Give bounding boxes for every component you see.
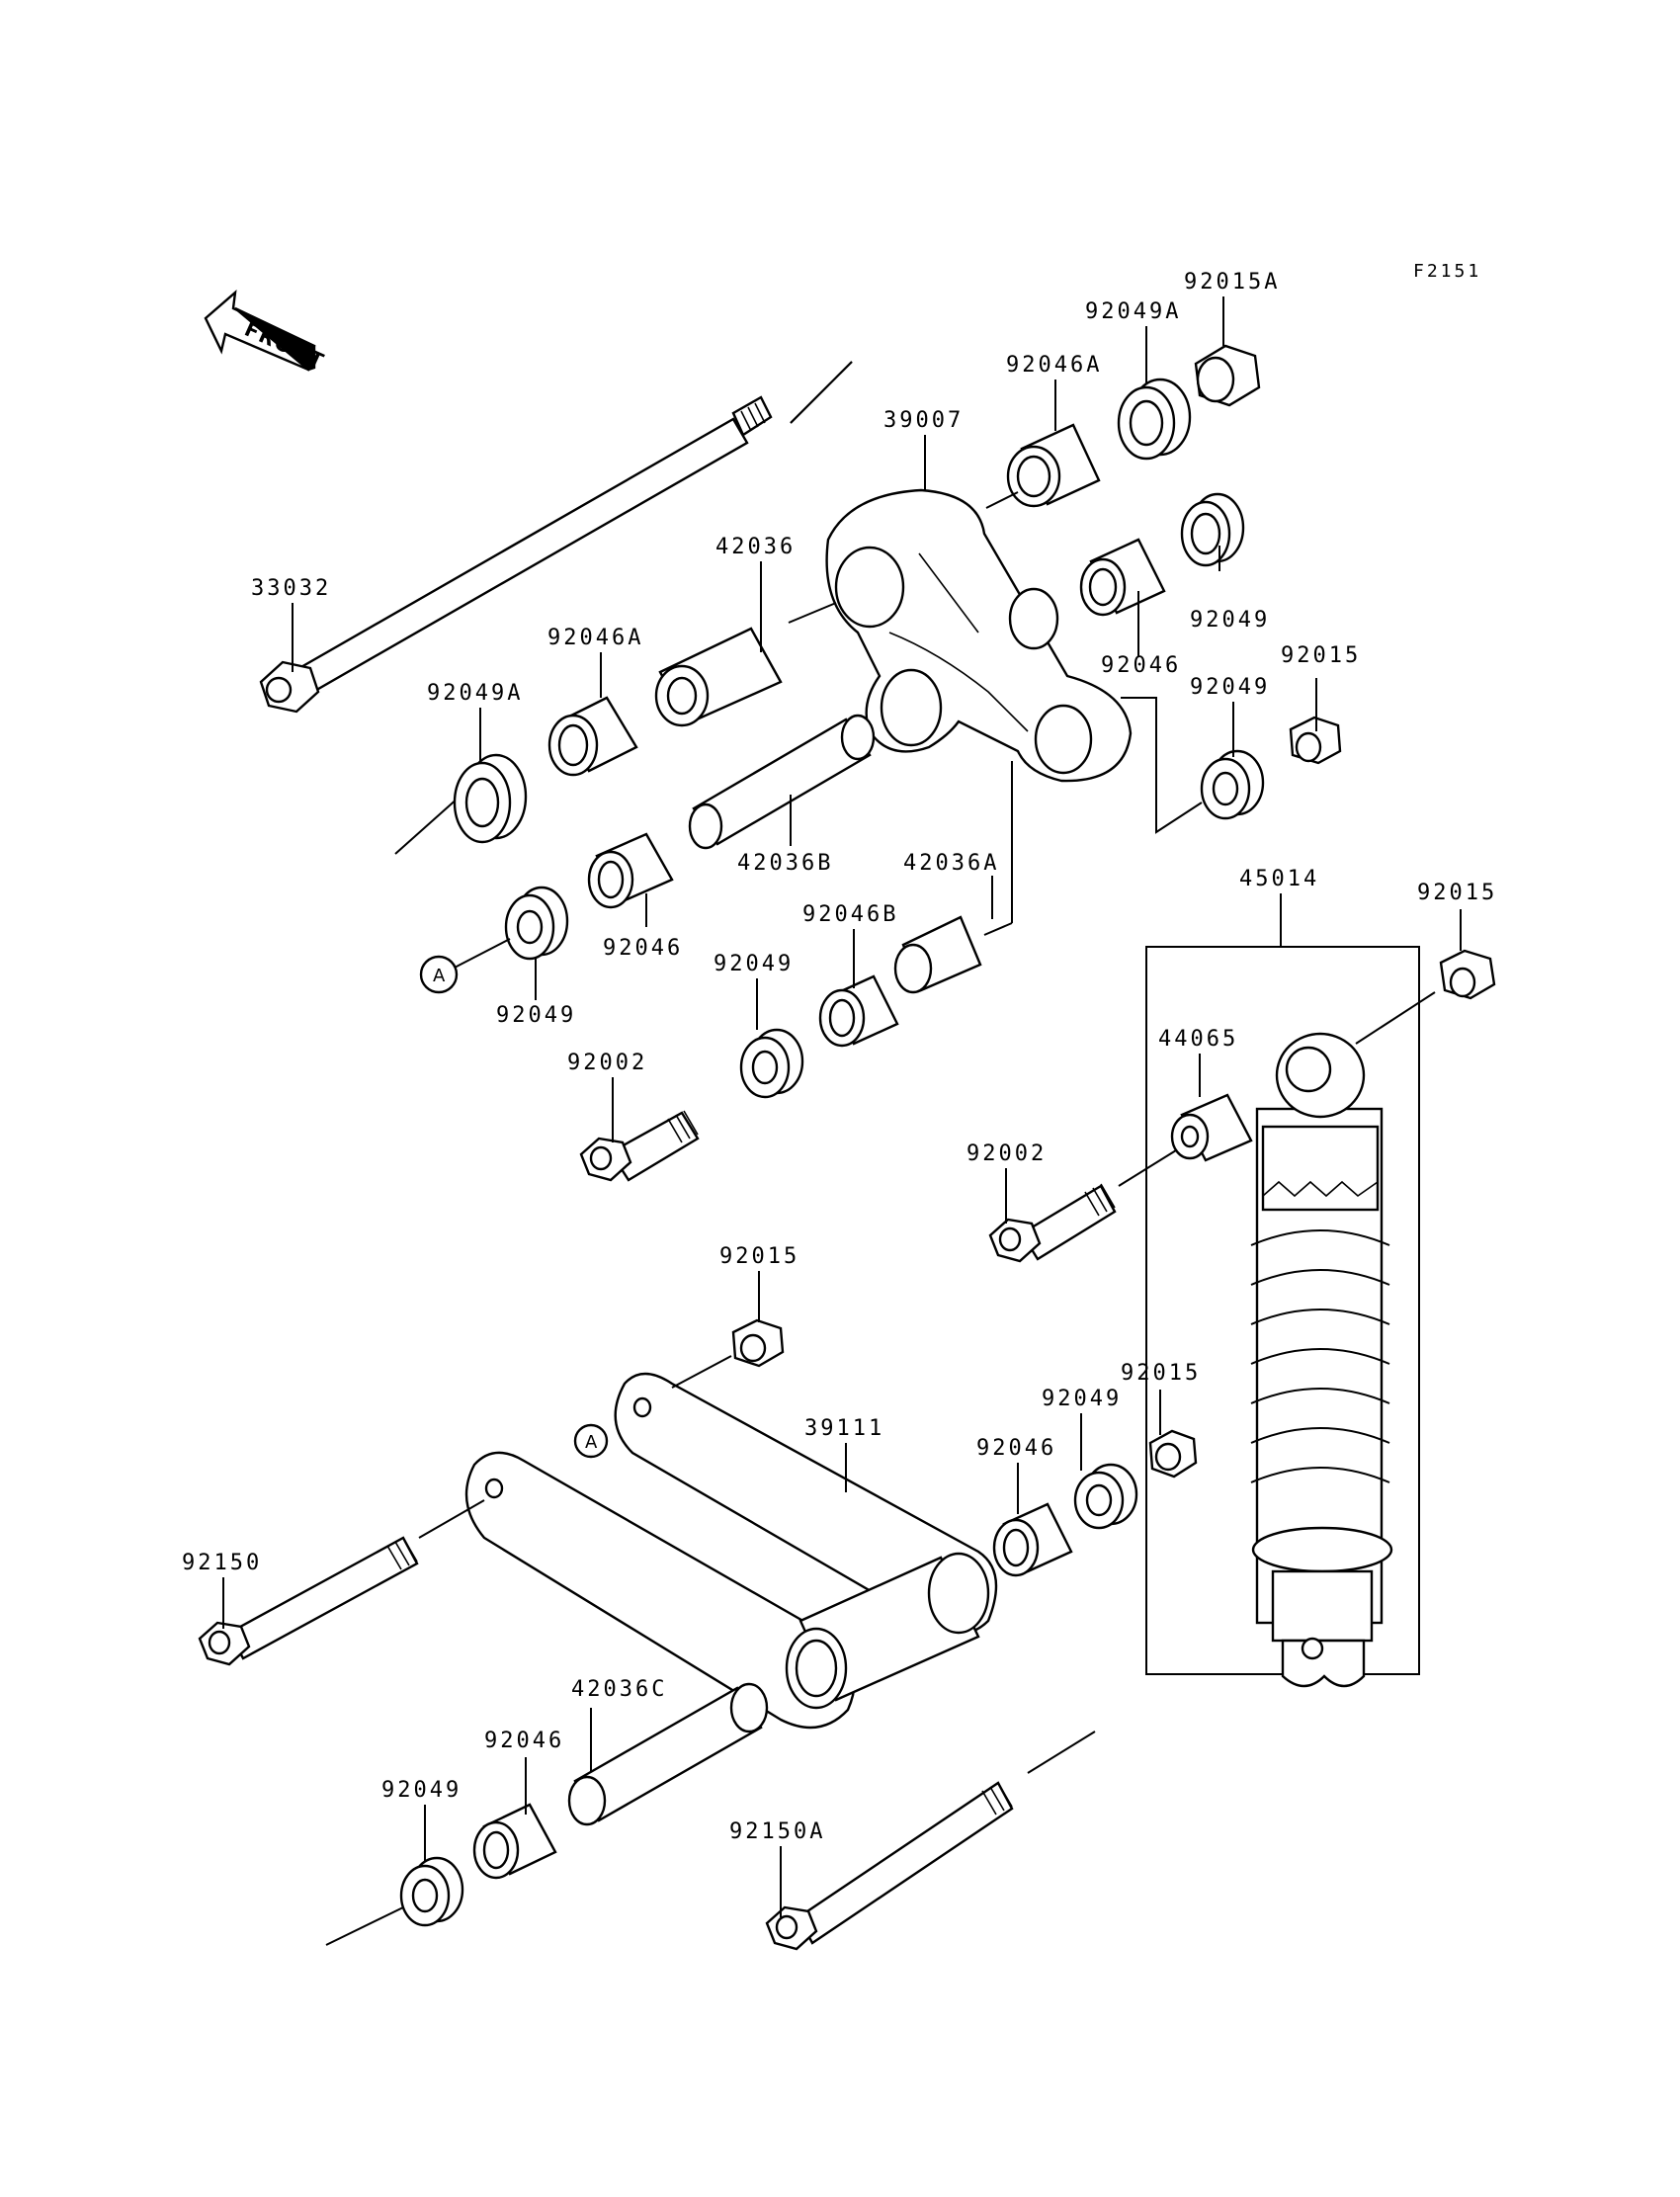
sleeve-42036C [567,1682,769,1826]
label-92049-lower-right: 92049 [1042,1387,1122,1411]
sleeve-42036A [893,761,1013,994]
seal-92049-center [739,1028,804,1099]
label-92049-right-2: 92049 [1190,675,1270,700]
label-92150A: 92150A [729,1819,825,1844]
label-92046-lower-right: 92046 [976,1436,1056,1461]
label-92046A-top: 92046A [1006,353,1102,378]
bearing-92046-right [1079,538,1166,617]
reference-marker-a-link: A [573,1423,609,1459]
part-labels: 92015A 92049A 92046A 39007 42036 33032 9… [182,270,1497,1844]
label-42036C: 42036C [571,1677,667,1702]
label-42036A: 42036A [903,851,999,876]
label-92015-lower-right: 92015 [1121,1361,1201,1386]
sleeve-42036B [688,714,876,850]
label-92046B: 92046B [802,902,898,927]
nut-92015-shock [1355,949,1496,1045]
leader-lines [222,296,1462,1917]
nut-92015A [1194,344,1261,407]
reference-marker-a-left: A [419,955,459,994]
bolt-92150A [765,1731,1096,1951]
label-92002-right: 92002 [966,1141,1047,1166]
collar-44065 [1170,1093,1253,1162]
bolt-92002-left [579,1110,700,1182]
tie-rod-39111 [464,1350,998,1730]
label-92015-right: 92015 [1281,643,1361,668]
label-92015A: 92015A [1184,270,1280,295]
figure-code: F2151 [1413,261,1481,282]
label-42036: 42036 [715,535,796,559]
bearing-92046A-left [547,696,638,777]
label-92049-bottom: 92049 [381,1778,462,1803]
label-92002-left: 92002 [567,1051,647,1075]
label-92049A-top: 92049A [1085,299,1181,324]
label-92049-left: 92049 [496,1003,576,1028]
seal-92049-right-1 [1180,492,1245,567]
label-92046-left: 92046 [603,936,683,961]
rocker-arm-39007 [825,488,1133,783]
label-92049-right-1: 92049 [1190,608,1270,633]
reference-marker-a-link-text: A [585,1432,598,1453]
label-92049-center: 92049 [714,952,794,976]
bearing-92046B [818,974,899,1048]
bearing-92046-lower-right [992,1502,1073,1577]
label-33032: 33032 [251,576,331,601]
bearing-92046-bottom [472,1803,557,1880]
nut-92015-right [1289,716,1342,765]
shaft-33032 [259,361,853,855]
sleeve-42036 [654,602,837,727]
label-92015-link: 92015 [719,1244,799,1269]
label-44065: 44065 [1158,1027,1238,1052]
label-45014: 45014 [1239,867,1319,891]
label-92015-shock: 92015 [1417,881,1497,905]
seal-92049-bottom [325,1856,464,1946]
label-92049A-left: 92049A [427,681,523,706]
seal-92049A-left [453,753,528,844]
nut-92015-lower-right [1148,1429,1198,1479]
seal-92049-lower-right [1073,1463,1138,1530]
bolt-92150 [198,1499,485,1666]
label-92046-right: 92046 [1101,653,1181,678]
label-42036B: 42036B [737,851,833,876]
bolt-92002-right [988,1149,1177,1263]
label-92150: 92150 [182,1551,262,1575]
bearing-92046-left [587,832,674,909]
front-arrow-icon: FRONT [204,290,329,374]
seal-92049-left [452,886,569,970]
shock-absorber-45014 [1145,946,1420,1688]
label-39007: 39007 [883,408,964,433]
seal-92049A-top [1117,378,1192,461]
seal-92049-right-2 [1121,697,1265,834]
bearing-92046A-top [985,423,1101,509]
label-39111: 39111 [804,1416,884,1441]
label-92046-bottom: 92046 [484,1729,564,1753]
reference-marker-a-left-text: A [433,966,446,986]
nut-92015-link [671,1318,785,1389]
label-92046A-left: 92046A [547,626,643,650]
